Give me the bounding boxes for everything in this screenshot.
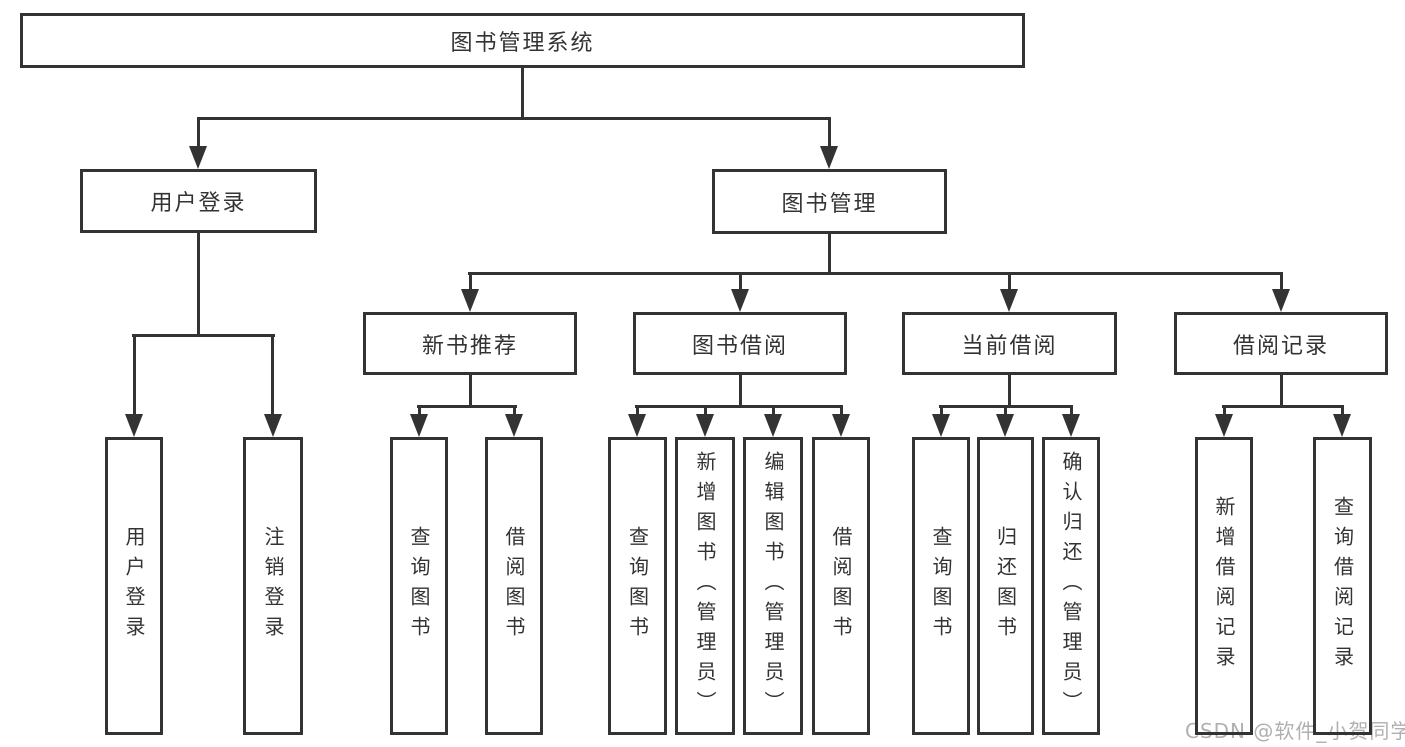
node-user-login: 用户登录	[80, 169, 317, 233]
arrow-down-icon	[1000, 289, 1018, 312]
node-current-borrowing: 当前借阅	[902, 312, 1117, 375]
leaf-borrow-books-recommend: 借阅图书	[485, 437, 543, 735]
arrow-down-icon	[1272, 289, 1290, 312]
leaf-add-borrow-record: 新增借阅记录	[1195, 437, 1253, 735]
node-root-label: 图书管理系统	[450, 30, 595, 56]
connector-line	[197, 117, 200, 149]
connector-line	[271, 334, 274, 418]
leaf-user-login-label: 用户登录	[122, 526, 146, 646]
leaf-edit-book-admin: 编辑图书（管理员）	[743, 437, 803, 735]
leaf-add-borrow-record-label: 新增借阅记录	[1212, 496, 1236, 676]
leaf-add-book-admin: 新增图书（管理员）	[675, 437, 735, 735]
connector-line	[635, 405, 843, 408]
connector-line	[469, 272, 472, 302]
arrow-down-icon	[410, 414, 428, 437]
arrow-down-icon	[628, 414, 646, 437]
leaf-return-books: 归还图书	[977, 437, 1034, 735]
leaf-query-books-recommend: 查询图书	[390, 437, 448, 735]
arrow-down-icon	[505, 414, 523, 437]
connector-line	[1222, 405, 1344, 408]
leaf-query-books-borrowing-label: 查询图书	[625, 526, 650, 646]
node-book-management-label: 图书管理	[781, 191, 878, 217]
arrow-down-icon	[189, 146, 207, 169]
leaf-confirm-return-admin: 确认归还（管理员）	[1042, 437, 1100, 735]
node-user-login-label: 用户登录	[150, 191, 247, 216]
node-new-book-recommend-label: 新书推荐	[421, 333, 518, 359]
connector-line	[133, 334, 136, 418]
connector-line	[1280, 375, 1283, 408]
arrow-down-icon	[932, 414, 950, 437]
node-borrow-records: 借阅记录	[1174, 312, 1388, 375]
connector-line	[828, 233, 831, 275]
leaf-logout: 注销登录	[243, 437, 303, 735]
leaf-confirm-return-admin-label: 确认归还（管理员）	[1059, 451, 1083, 721]
connector-line	[828, 117, 831, 149]
arrow-down-icon	[1333, 414, 1351, 437]
node-root: 图书管理系统	[20, 13, 1025, 68]
arrow-down-icon	[832, 414, 850, 437]
arrow-down-icon	[125, 414, 143, 437]
leaf-query-books-recommend-label: 查询图书	[407, 526, 431, 646]
leaf-borrow-books-recommend-label: 借阅图书	[502, 526, 526, 646]
node-new-book-recommend: 新书推荐	[363, 312, 577, 375]
leaf-borrow-books-borrowing: 借阅图书	[812, 437, 870, 735]
connector-line	[132, 334, 275, 337]
leaf-add-book-admin-label: 新增图书（管理员）	[693, 451, 717, 721]
connector-line	[739, 375, 742, 408]
connector-line	[469, 375, 472, 408]
arrow-down-icon	[264, 414, 282, 437]
leaf-query-books-current-label: 查询图书	[929, 526, 953, 646]
node-book-borrowing: 图书借阅	[633, 312, 847, 375]
leaf-query-books-borrowing: 查询图书	[608, 437, 667, 735]
connector-line	[197, 233, 200, 337]
leaf-query-borrow-record-label: 查询借阅记录	[1330, 496, 1355, 676]
leaf-user-login: 用户登录	[105, 437, 163, 735]
leaf-logout-label: 注销登录	[261, 526, 285, 646]
leaf-return-books-label: 归还图书	[993, 526, 1018, 646]
node-book-management: 图书管理	[712, 169, 947, 234]
node-book-borrowing-label: 图书借阅	[691, 333, 788, 359]
arrow-down-icon	[764, 414, 782, 437]
arrow-down-icon	[461, 289, 479, 312]
leaf-query-books-current: 查询图书	[912, 437, 970, 735]
node-current-borrowing-label: 当前借阅	[961, 333, 1058, 359]
arrow-down-icon	[731, 289, 749, 312]
leaf-borrow-books-borrowing-label: 借阅图书	[829, 526, 853, 646]
watermark: CSDN @软件_小贺同学	[1185, 719, 1405, 743]
arrow-down-icon	[996, 414, 1014, 437]
connector-line	[417, 405, 517, 408]
leaf-edit-book-admin-label: 编辑图书（管理员）	[761, 451, 785, 721]
connector-line	[1008, 375, 1011, 408]
connector-line	[1280, 272, 1283, 302]
node-borrow-records-label: 借阅记录	[1232, 333, 1329, 359]
arrow-down-icon	[820, 146, 838, 169]
arrow-down-icon	[1215, 414, 1233, 437]
connector-line	[1008, 272, 1011, 302]
connector-line	[197, 117, 831, 120]
connector-line	[739, 272, 742, 302]
arrow-down-icon	[1062, 414, 1080, 437]
connector-line	[468, 272, 1283, 275]
arrow-down-icon	[696, 414, 714, 437]
leaf-query-borrow-record: 查询借阅记录	[1313, 437, 1372, 735]
connector-line	[521, 68, 524, 120]
